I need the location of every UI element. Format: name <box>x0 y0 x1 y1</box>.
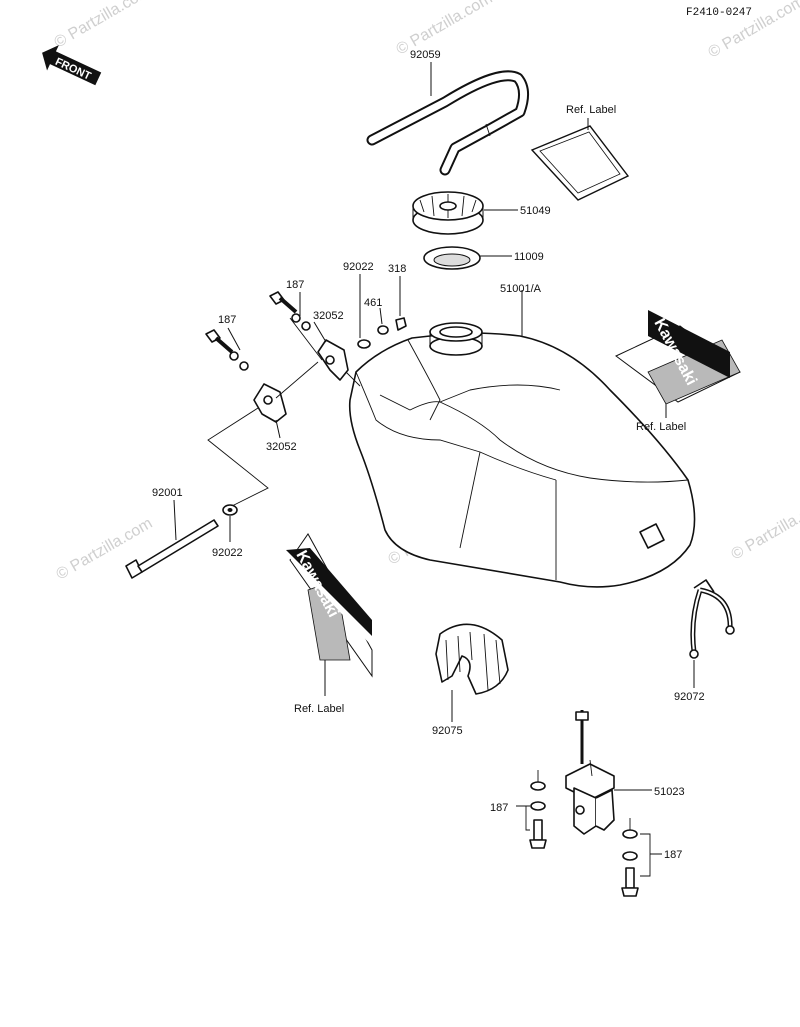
part-number-187-upper: 187 <box>286 279 304 291</box>
strap <box>689 579 735 659</box>
cock-fasteners-right <box>621 818 639 897</box>
tank-cap <box>412 191 484 235</box>
ref-label-top: Ref. Label <box>566 104 616 116</box>
watermark: © Partzilla.com <box>729 495 800 564</box>
fuel-cock <box>565 710 615 835</box>
part-number-51049: 51049 <box>520 205 551 217</box>
part-number-92001: 92001 <box>152 487 183 499</box>
fuel-hose <box>366 70 529 176</box>
part-number-92022-upper: 92022 <box>343 261 374 273</box>
part-number-32052-lower: 32052 <box>266 441 297 453</box>
cushion <box>435 623 509 695</box>
long-bolt <box>125 519 219 579</box>
decal-right: Kawasaki <box>615 310 741 405</box>
bolt-upper <box>269 291 311 331</box>
decal-left: Kawasaki <box>284 533 373 678</box>
front-arrow-badge: FRONT <box>42 45 102 86</box>
part-number-51023: 51023 <box>654 786 685 798</box>
part-number-187-cock-right: 187 <box>664 849 682 861</box>
part-number-92072: 92072 <box>674 691 705 703</box>
washers-nuts <box>357 317 407 349</box>
bracket-upper <box>317 339 349 381</box>
figure-code: F2410-0247 <box>686 7 752 19</box>
part-number-51001a: 51001/A <box>500 283 542 295</box>
part-number-32052-upper: 32052 <box>313 310 344 322</box>
bolt-left <box>205 329 249 371</box>
bracket-lower <box>253 383 287 423</box>
cap-gasket <box>423 246 481 270</box>
part-number-187-cock-left: 187 <box>490 802 508 814</box>
ref-label-right: Ref. Label <box>636 421 686 433</box>
part-number-318: 318 <box>388 263 406 275</box>
ref-label-plate-top <box>530 125 630 201</box>
part-number-92059: 92059 <box>410 49 441 61</box>
fuel-tank <box>348 322 696 588</box>
part-number-461: 461 <box>364 297 382 309</box>
ref-label-left: Ref. Label <box>294 703 344 715</box>
watermark: © Partzilla.com <box>52 0 154 51</box>
part-number-92075: 92075 <box>432 725 463 737</box>
part-number-92022-lower: 92022 <box>212 547 243 559</box>
part-number-187-left: 187 <box>218 314 236 326</box>
washer-lower <box>222 504 238 516</box>
cock-fasteners-left <box>529 770 547 849</box>
part-number-11009: 11009 <box>514 251 544 263</box>
watermark: © Partzilla.com <box>394 0 496 58</box>
